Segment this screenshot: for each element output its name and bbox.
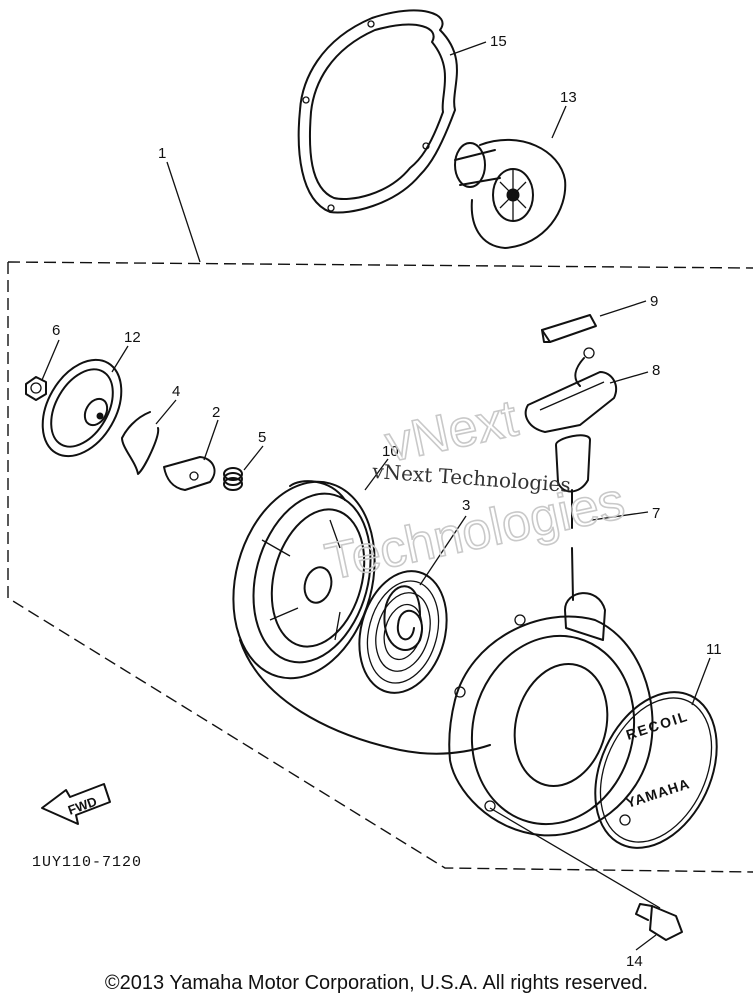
cap-text-bottom: YAMAHA bbox=[624, 775, 692, 811]
pulley-part-13 bbox=[454, 139, 567, 249]
callout-1: 1 bbox=[158, 145, 166, 162]
callout-5: 5 bbox=[258, 429, 266, 446]
starter-case bbox=[448, 592, 654, 837]
callout-14: 14 bbox=[626, 953, 643, 970]
callout-6: 6 bbox=[52, 322, 60, 339]
copyright-notice: ©2013 Yamaha Motor Corporation, U.S.A. A… bbox=[104, 972, 649, 994]
gasket-part-15 bbox=[297, 9, 458, 214]
callout-15: 15 bbox=[490, 33, 507, 50]
callout-4: 4 bbox=[172, 383, 180, 400]
callout-8: 8 bbox=[652, 362, 660, 379]
assembly-boundary bbox=[7, 261, 753, 873]
callout-13: 13 bbox=[560, 89, 577, 106]
spring-part-3 bbox=[358, 570, 448, 694]
callout-10: 10 bbox=[382, 443, 399, 460]
callout-7: 7 bbox=[652, 505, 660, 522]
callout-3: 3 bbox=[462, 497, 470, 514]
nut-part-6 bbox=[25, 376, 47, 401]
reel-part-10 bbox=[232, 480, 376, 680]
rope-part-7 bbox=[571, 489, 574, 601]
callout-12: 12 bbox=[124, 329, 141, 346]
watermark-small: vNext Technologies bbox=[371, 459, 572, 497]
handle-grip-part-9 bbox=[541, 314, 597, 343]
handle-part-8 bbox=[524, 347, 618, 493]
leader-lines bbox=[41, 41, 711, 951]
fwd-arrow-icon: FWD bbox=[41, 783, 111, 825]
bolt-part-14 bbox=[635, 903, 683, 941]
spring-part-5 bbox=[223, 467, 243, 491]
starter-rope bbox=[239, 639, 491, 755]
callout-2: 2 bbox=[212, 404, 220, 421]
reference-code: 1UY110-7120 bbox=[32, 854, 142, 871]
callout-11: 11 bbox=[706, 641, 722, 658]
pawl-part-2 bbox=[163, 456, 216, 491]
plate-part-12 bbox=[41, 358, 123, 458]
callout-9: 9 bbox=[650, 293, 658, 310]
clip-part-4 bbox=[121, 411, 160, 475]
emblem-cap-part-11: RECOIL YAMAHA bbox=[594, 691, 718, 849]
